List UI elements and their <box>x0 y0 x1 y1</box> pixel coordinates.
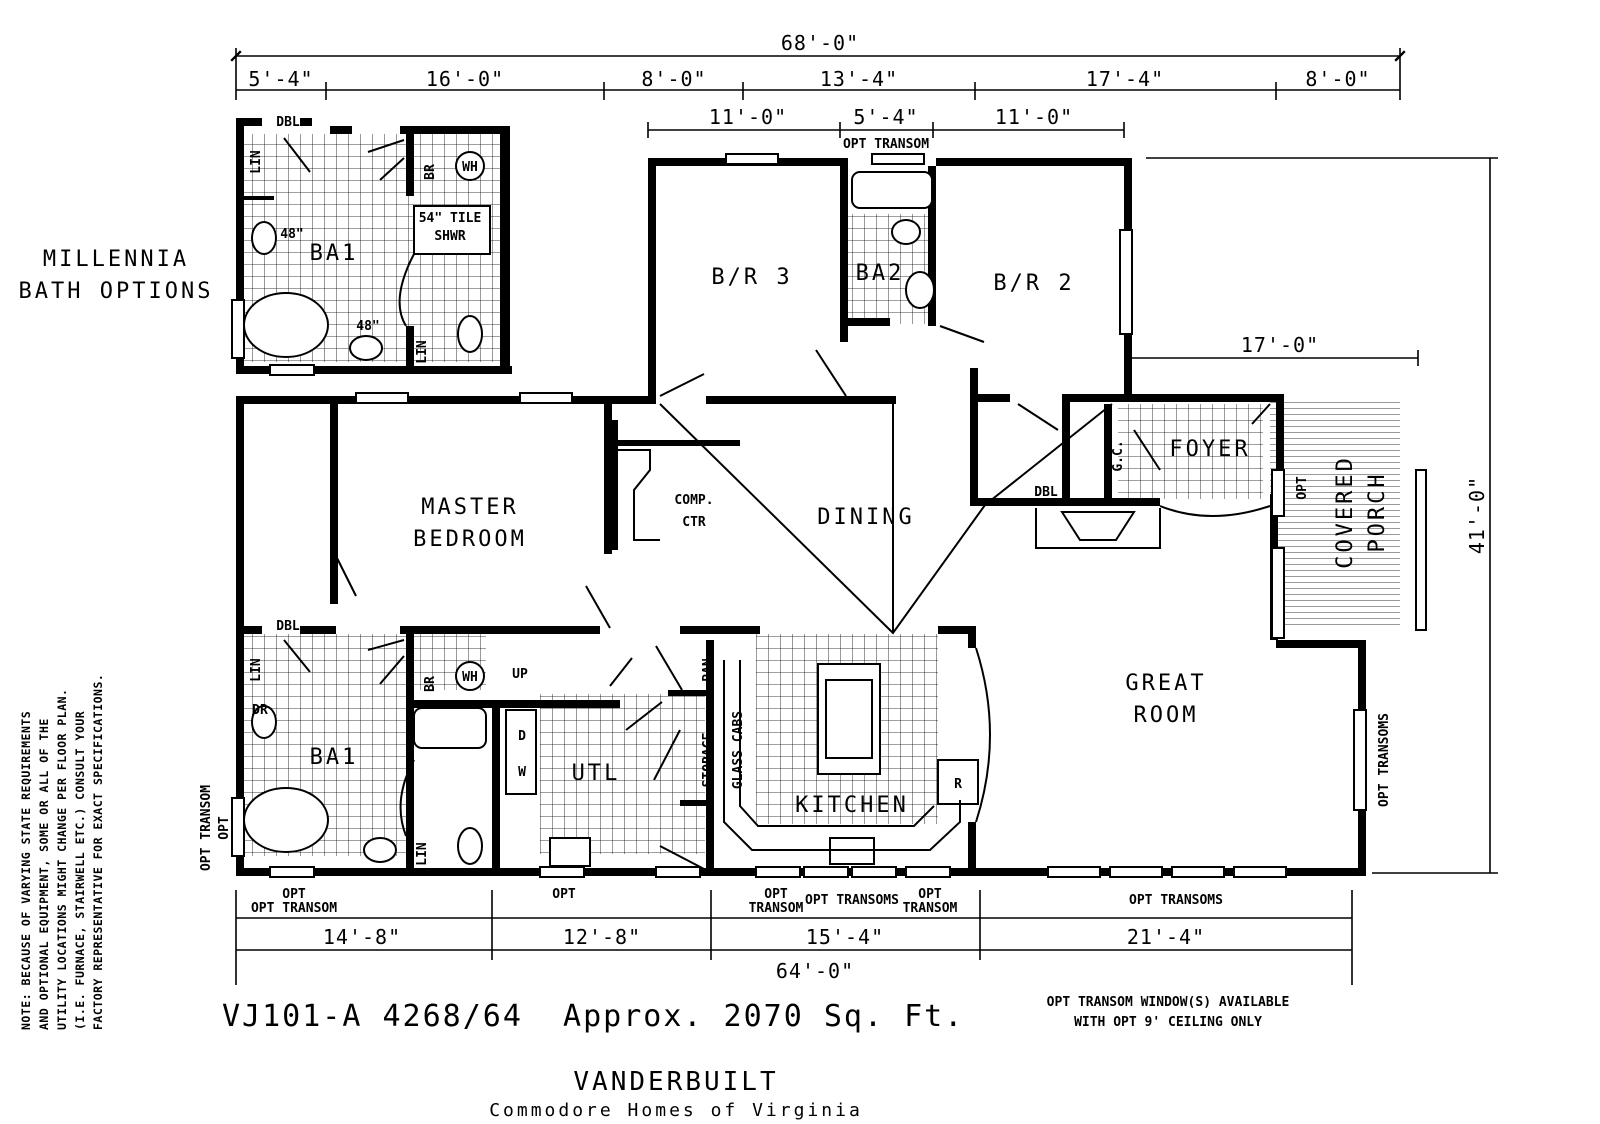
fixture-labels: MILLENNIA BATH OPTIONS OPT TRANSOM 54" T… <box>19 115 1392 916</box>
label-dbl-hall: DBL <box>1034 485 1058 500</box>
brand-name: VANDERBUILT <box>573 1067 778 1097</box>
label-opt-bottom-utl: OPT <box>552 887 576 902</box>
room-kitchen: KITCHEN <box>795 793 909 818</box>
label-dr: DR <box>252 703 268 718</box>
label-opt-transoms-right: OPT TRANSOMS <box>1377 713 1392 807</box>
label-lin-4: LIN <box>415 842 430 866</box>
label-transom-bottom-k1: TRANSOM <box>749 901 804 916</box>
dim-upper-3: 11'-0" <box>995 105 1073 129</box>
room-dining: DINING <box>817 505 914 530</box>
room-great-line1: GREAT <box>1125 671 1206 696</box>
room-labels: MASTER BEDROOM DINING B/R 3 BA2 B/R 2 FO… <box>310 241 1390 818</box>
label-up: UP <box>512 667 528 682</box>
label-opt-bottom-k1: OPT <box>764 887 788 902</box>
dim-bottom-4: 21'-4" <box>1127 925 1205 949</box>
dim-overall-bottom: 64'-0" <box>776 959 854 983</box>
room-ba2: BA2 <box>856 261 905 286</box>
label-br-1: BR <box>423 164 438 180</box>
label-tile-shower-1: 54" TILE <box>419 211 482 226</box>
dim-overall-depth: 41'-0" <box>1465 476 1489 554</box>
company-name: Commodore Homes of Virginia <box>489 1100 863 1121</box>
label-pan: PAN <box>701 658 716 682</box>
label-lin-2: LIN <box>415 340 430 364</box>
room-utl: UTL <box>572 761 621 786</box>
dim-top-6: 8'-0" <box>1305 67 1370 91</box>
dim-upper-2: 5'-4" <box>853 105 918 129</box>
room-ba1-option: BA1 <box>310 241 359 266</box>
doors <box>283 137 1271 871</box>
label-br-2: BR <box>423 676 438 692</box>
millennia-title-line2: BATH OPTIONS <box>19 279 214 304</box>
model-line: VJ101-A 4268/64 Approx. 2070 Sq. Ft. <box>222 999 964 1034</box>
room-master-line2: BEDROOM <box>413 527 527 552</box>
label-opt-transoms-kitchen: OPT TRANSOMS <box>805 893 899 908</box>
dim-bottom-1: 14'-8" <box>323 925 401 949</box>
title-block: VJ101-A 4268/64 Approx. 2070 Sq. Ft. OPT… <box>222 995 1289 1121</box>
label-opt-transom-top: OPT TRANSOM <box>843 137 929 152</box>
label-dbl-master: DBL <box>276 619 300 634</box>
side-note: NOTE: BECAUSE OF VARYING STATE REQUIREME… <box>19 674 105 1030</box>
label-transom-bottom-k2: TRANSOM <box>903 901 958 916</box>
label-wh-1: WH <box>462 160 478 175</box>
dim-porch: 17'-0" <box>1241 333 1319 357</box>
room-great-line2: ROOM <box>1134 703 1199 728</box>
label-opt-transoms-great: OPT TRANSOMS <box>1129 893 1223 908</box>
label-lin-3: LIN <box>249 658 264 682</box>
label-r: R <box>954 777 962 792</box>
dim-top-2: 16'-0" <box>426 67 504 91</box>
room-porch-line1: COVERED <box>1333 455 1358 569</box>
room-foyer: FOYER <box>1169 437 1250 462</box>
room-ba1-main: BA1 <box>310 745 359 770</box>
millennia-title-line1: MILLENNIA <box>43 247 189 272</box>
transom-note-line1: OPT TRANSOM WINDOW(S) AVAILABLE <box>1047 995 1290 1010</box>
room-porch-line2: PORCH <box>1365 471 1390 552</box>
dim-top-1: 5'-4" <box>248 67 313 91</box>
label-opt-transom-side: OPT TRANSOM <box>199 785 214 871</box>
dim-bottom-3: 15'-4" <box>806 925 884 949</box>
label-dbl-option: DBL <box>276 115 300 130</box>
dim-top-5: 17'-4" <box>1086 67 1164 91</box>
dimension-labels: 68'-0" 5'-4" 16'-0" 8'-0" 13'-4" 17'-4" … <box>248 31 1489 983</box>
label-opt-porch: OPT <box>1295 476 1310 500</box>
room-master-line1: MASTER <box>421 495 518 520</box>
side-note-line1: NOTE: BECAUSE OF VARYING STATE REQUIREME… <box>19 711 33 1030</box>
label-vanity-1: 48" <box>280 227 303 242</box>
room-br3: B/R 3 <box>711 265 792 290</box>
label-tile-shower-2: SHWR <box>434 229 465 244</box>
dim-bottom-2: 12'-8" <box>563 925 641 949</box>
label-d: D <box>518 729 526 744</box>
dim-upper-1: 11'-0" <box>709 105 787 129</box>
room-br2: B/R 2 <box>993 271 1074 296</box>
room-comp-line2: CTR <box>682 515 706 530</box>
label-lin-1: LIN <box>249 150 264 174</box>
side-note-line5: FACTORY REPRESENTATIVE FOR EXACT SPECIFI… <box>91 674 105 1030</box>
dim-overall-top: 68'-0" <box>781 31 859 55</box>
fixtures <box>243 151 1427 867</box>
label-opt-side: OPT <box>217 816 232 840</box>
dim-top-3: 8'-0" <box>641 67 706 91</box>
label-w: W <box>518 765 526 780</box>
side-note-line3: UTILITY LOCATIONS MIGHT CHANGE PER FLOOR… <box>55 689 69 1031</box>
dimension-lines <box>230 48 1498 985</box>
side-note-line2: AND OPTIONAL EQUIPMENT, SOME OR ALL OF T… <box>37 718 51 1030</box>
label-opt-bottom-k2: OPT <box>918 887 942 902</box>
label-storage: STORAGE <box>701 733 716 788</box>
label-glass-cabs: GLASS CABS <box>731 711 746 789</box>
dim-top-4: 13'-4" <box>820 67 898 91</box>
windows <box>231 153 1367 878</box>
room-comp-line1: COMP. <box>674 493 713 508</box>
side-note-line4: (I.E. FURNACE, STAIRWELL ETC.) CONSULT Y… <box>73 711 87 1030</box>
label-opt-bottom-1: OPT <box>282 887 306 902</box>
label-gc: G.C. <box>1111 440 1126 471</box>
label-opt-transom-bottom-1: OPT TRANSOM <box>251 901 337 916</box>
label-wh-2: WH <box>462 670 478 685</box>
label-vanity-2: 48" <box>356 319 379 334</box>
transom-note-line2: WITH OPT 9' CEILING ONLY <box>1074 1015 1262 1030</box>
